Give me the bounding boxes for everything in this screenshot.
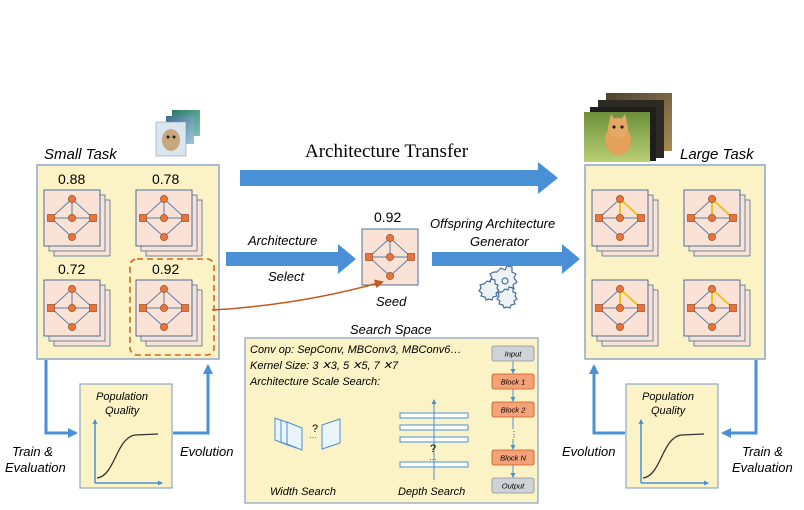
gears-icon <box>478 265 518 309</box>
large-task-title: Large Task <box>680 146 755 163</box>
small-task-card-2 <box>135 189 203 257</box>
large-task-card-1 <box>591 189 659 257</box>
architecture-transfer-label: Architecture Transfer <box>305 141 469 162</box>
left-quality-curve <box>92 419 163 486</box>
small-task-score-1: 0.88 <box>58 171 85 187</box>
architecture-select-arrow <box>226 244 356 274</box>
scale-search-text: Architecture Scale Search: <box>249 376 380 388</box>
seed-score: 0.92 <box>374 209 401 225</box>
small-task-image-stack <box>155 110 200 157</box>
block-5: Output <box>491 477 535 494</box>
search-space-title: Search Space <box>350 322 432 337</box>
right-train-label-line1: Train & <box>742 444 783 459</box>
search-space-panel <box>244 337 539 504</box>
width-search-illustration: … <box>274 417 341 451</box>
select-label: Select <box>268 269 306 284</box>
width-search-question: ? <box>312 423 318 435</box>
large-task-image-stack <box>584 93 672 162</box>
architecture-label: Architecture <box>247 233 317 248</box>
right-evolution-label: Evolution <box>562 444 615 459</box>
left-evolution-label: Evolution <box>180 444 233 459</box>
left-train-label-line1: Train & <box>12 444 53 459</box>
small-task-title: Small Task <box>44 146 118 163</box>
right-quality-curve <box>638 419 709 486</box>
depth-search-question: ? <box>430 443 436 455</box>
block-label: Block 1 <box>501 378 526 387</box>
kernel-size-text: Kernel Size: 3 ✕3, 5 ✕5, 7 ✕7 <box>250 360 399 372</box>
svg-text:⋮: ⋮ <box>510 430 518 439</box>
seed-selection-arrow <box>211 279 384 311</box>
depth-search-illustration: … <box>399 399 469 480</box>
small-task-score-4: 0.92 <box>152 261 179 277</box>
block-stack: ⋮ <box>510 361 518 478</box>
small-task-card-1 <box>43 189 111 257</box>
block-4: Block N <box>491 449 535 466</box>
large-task-card-2 <box>683 189 751 257</box>
right-population-label: Population <box>642 391 694 403</box>
right-train-arrow <box>721 360 758 438</box>
block-2: Block 1 <box>491 373 535 390</box>
small-task-score-3: 0.72 <box>58 261 85 277</box>
block-label: Block 2 <box>501 406 526 415</box>
block-3: Block 2 <box>491 401 535 418</box>
small-task-card-3 <box>43 279 111 347</box>
block-label: Output <box>502 482 525 491</box>
small-task-card-4 <box>135 279 203 347</box>
block-label: Input <box>505 350 523 359</box>
left-train-label-line2: Evaluation <box>5 460 66 475</box>
seed-architecture-card <box>361 228 419 286</box>
small-task-score-2: 0.78 <box>152 171 179 187</box>
left-evolution-arrow <box>173 364 213 435</box>
architecture-transfer-arrow <box>240 162 558 194</box>
svg-text:…: … <box>309 431 317 440</box>
large-task-card-4 <box>683 279 751 347</box>
conv-op-text: Conv op: SepConv, MBConv3, MBConv6… <box>250 344 461 356</box>
generator-arrow <box>432 244 580 274</box>
block-1: Input <box>491 345 535 362</box>
offspring-label-line1: Offspring Architecture <box>430 216 555 231</box>
selected-architecture-highlight <box>129 258 215 356</box>
right-evolution-arrow <box>589 364 625 435</box>
right-quality-label: Quality <box>651 405 687 417</box>
seed-label: Seed <box>376 294 407 309</box>
right-train-label-line2: Evaluation <box>732 460 793 475</box>
offspring-label-line2: Generator <box>470 234 529 249</box>
width-search-label: Width Search <box>270 486 336 498</box>
block-label: Block N <box>500 454 526 463</box>
left-quality-label: Quality <box>105 405 141 417</box>
depth-search-label: Depth Search <box>398 486 465 498</box>
large-task-card-3 <box>591 279 659 347</box>
svg-text:…: … <box>429 453 437 462</box>
left-population-label: Population <box>96 391 148 403</box>
left-train-arrow <box>44 360 78 438</box>
